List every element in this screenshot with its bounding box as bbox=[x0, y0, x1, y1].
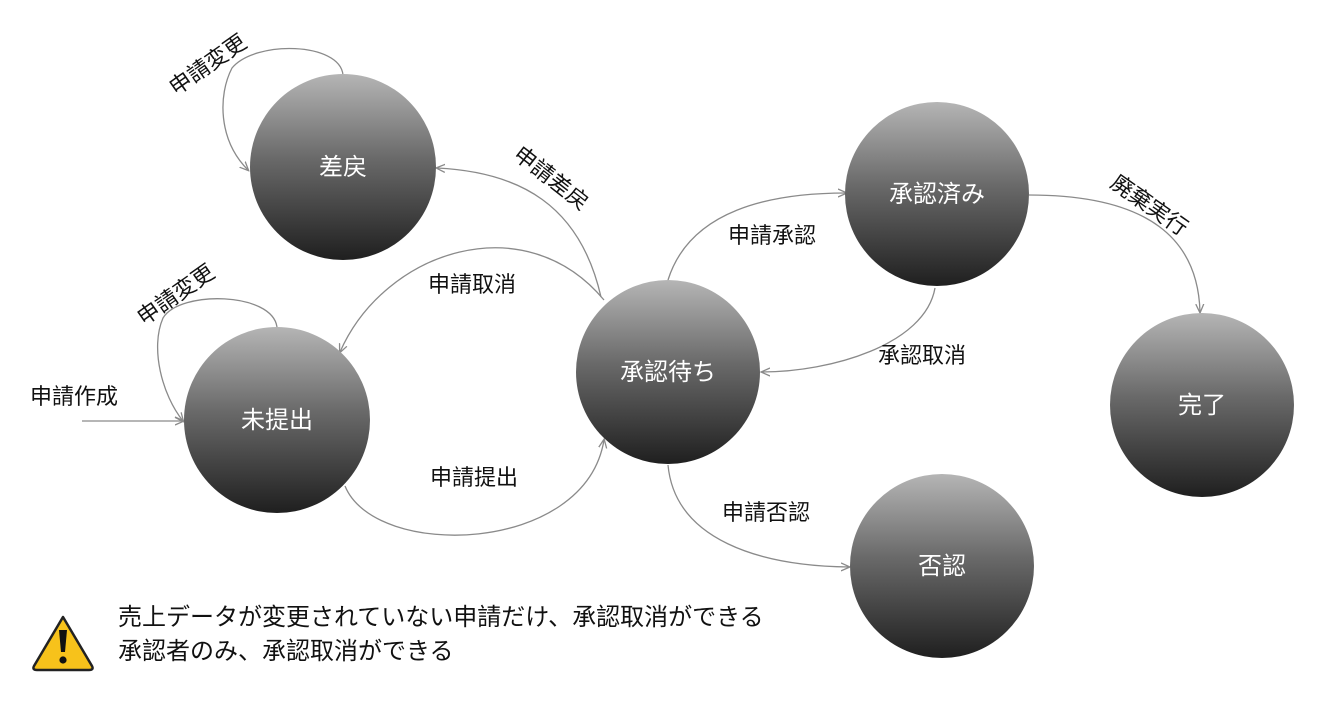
arrow-torikeshi bbox=[340, 247, 605, 352]
arrow-hinin bbox=[667, 464, 849, 567]
state-kanryo-label: 完了 bbox=[1178, 391, 1226, 419]
state-machi-label: 承認待ち bbox=[620, 358, 716, 386]
label-sakusei: 申請作成 bbox=[30, 385, 118, 410]
arrow-sashimodoshi bbox=[437, 168, 602, 298]
arrow-shonin bbox=[667, 193, 846, 281]
label-sashimodoshi: 申請差戻 bbox=[508, 142, 593, 216]
state-mitei: 未提出 bbox=[184, 327, 370, 513]
state-modoshi-label: 差戻 bbox=[319, 153, 367, 181]
arrow-teishutsu bbox=[344, 440, 604, 536]
label-shonin: 申請承認 bbox=[728, 224, 816, 249]
arrow-henkou-left bbox=[156, 298, 278, 421]
state-kanryo: 完了 bbox=[1110, 313, 1294, 497]
arrow-haiki bbox=[1028, 194, 1200, 312]
label-haiki: 廃棄実行 bbox=[1106, 170, 1192, 241]
state-mitei-label: 未提出 bbox=[241, 406, 313, 434]
label-shonin-torikeshi: 承認取消 bbox=[878, 344, 966, 369]
note-line-1: 売上データが変更されていない申請だけ、承認取消ができる bbox=[118, 603, 764, 631]
label-teishutsu: 申請提出 bbox=[430, 466, 518, 491]
state-modoshi: 差戻 bbox=[250, 74, 436, 260]
state-hinin-label: 否認 bbox=[918, 552, 966, 580]
state-sumi-label: 承認済み bbox=[889, 180, 985, 208]
state-sumi: 承認済み bbox=[845, 102, 1029, 286]
arrow-henkou-top bbox=[222, 47, 344, 170]
arrow-shonin-torikeshi bbox=[762, 287, 936, 372]
state-machi: 承認待ち bbox=[576, 280, 760, 464]
state-hinin: 否認 bbox=[850, 474, 1034, 658]
label-hinin: 申請否認 bbox=[722, 501, 810, 526]
label-henkou-top: 申請変更 bbox=[165, 30, 251, 101]
warning-icon bbox=[32, 615, 94, 672]
note-text: 売上データが変更されていない申請だけ、承認取消ができる 承認者のみ、承認取消がで… bbox=[118, 600, 764, 668]
label-torikeshi: 申請取消 bbox=[428, 273, 516, 298]
label-henkou-left: 申請変更 bbox=[133, 260, 219, 331]
note-line-2: 承認者のみ、承認取消ができる bbox=[118, 637, 454, 665]
